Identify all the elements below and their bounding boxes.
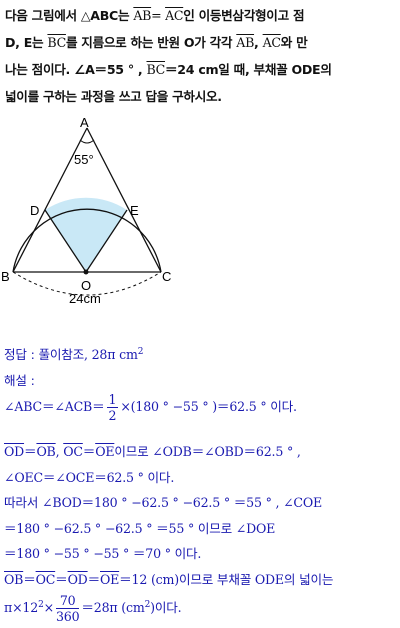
segment-od: OD <box>4 444 25 459</box>
comma: , <box>55 444 64 459</box>
problem-text: ＝24 cm일 때, 부채꼴 ODE의 <box>165 62 332 77</box>
exponent: 2 <box>144 599 151 610</box>
equals: ＝ <box>24 444 37 459</box>
solution-text: π×12 <box>4 600 39 615</box>
fraction-numerator: 1 <box>106 392 119 408</box>
problem-line-2: D, E는 BC를 지름으로 하는 반원 O가 각각 AB, AC와 만 <box>5 29 397 56</box>
problem-text: 다음 그림에서 △ABC는 <box>5 8 134 23</box>
segment-ob: OB <box>36 444 56 459</box>
label-e: E <box>130 203 139 218</box>
equals: ＝ <box>82 444 96 459</box>
solution-line-4: 따라서 ∠BOD＝180 ° −62.5 ° −62.5 ° ＝55 ° , ∠… <box>4 495 322 510</box>
segment-bc: BC <box>146 62 166 77</box>
angle-a-arc <box>79 139 95 144</box>
problem-statement: 다음 그림에서 △ABC는 AB= AC인 이등변삼각형이고 점 D, E는 B… <box>5 2 397 110</box>
segment-ac: AC <box>165 8 184 23</box>
radius-od <box>44 209 87 273</box>
times: × <box>43 600 55 615</box>
radius-oe <box>85 209 128 273</box>
label-c: C <box>162 269 171 284</box>
comma: , <box>254 35 263 50</box>
solution-line-7: OB＝OC＝OD＝OE＝12 (cm)이므로 부채꼴 ODE의 넓이는 <box>4 569 333 588</box>
solution-text: )이다. <box>150 600 182 615</box>
sector-ode <box>45 197 127 272</box>
fraction-denominator: 2 <box>108 408 117 423</box>
segment-oe: OE <box>95 444 115 459</box>
segment-oc: OC <box>35 572 56 587</box>
equals: = <box>151 8 166 23</box>
answer-line: 정답 : 풀이참조, 28π cm2 <box>4 344 143 363</box>
solution-text: ＝28π (cm <box>81 600 145 615</box>
explanation-label: 해설 : <box>4 373 35 388</box>
segment-ob: OB <box>4 572 24 587</box>
segment-bc: BC <box>47 35 66 50</box>
segment-oc: OC <box>63 444 83 459</box>
fraction-numerator: 70 <box>55 593 80 609</box>
problem-text: 와 만 <box>280 35 308 50</box>
answer-exponent: 2 <box>137 346 144 357</box>
problem-line-1: 다음 그림에서 △ABC는 AB= AC인 이등변삼각형이고 점 <box>5 2 397 29</box>
segment-ac-line <box>86 127 162 273</box>
solution-text: 이므로 ∠ODB＝∠OBD＝62.5 ° , <box>114 444 301 459</box>
segment-oe: OE <box>100 572 120 587</box>
length-label: 24cm <box>69 291 101 306</box>
problem-line-3: 나는 점이다. ∠A＝55 ° , BC＝24 cm일 때, 부채꼴 ODE의 <box>5 56 397 83</box>
fraction-denominator: 360 <box>55 609 80 624</box>
label-b: B <box>1 269 10 284</box>
equals: ＝ <box>23 572 36 587</box>
problem-text: 를 지름으로 하는 반원 O가 각각 <box>65 35 237 50</box>
solution-text: ×(180 ° −55 ° )＝62.5 ° 이다. <box>120 399 297 414</box>
solution-text: ∠ABC＝∠ACB＝ <box>4 399 105 414</box>
problem-text: 나는 점이다. ∠A＝55 ° , <box>5 62 147 77</box>
segment-od: OD <box>67 572 88 587</box>
answer-label: 정답 : <box>4 347 39 362</box>
triangle-semicircle-figure: A 55° D E B C O 24cm <box>1 115 171 306</box>
solution-line-6: ＝180 ° −55 ° −55 ° ＝70 ° 이다. <box>4 546 202 561</box>
label-d: D <box>30 203 39 218</box>
center-point <box>83 269 89 275</box>
segment-ab-line <box>12 127 88 273</box>
segment-ab: AB <box>236 35 255 50</box>
solution-line-2: OD＝OB, OC＝OE이므로 ∠ODB＝∠OBD＝62.5 ° , <box>4 441 301 460</box>
solution-line-3: ∠OEC＝∠OCE＝62.5 ° 이다. <box>4 470 175 485</box>
label-o: O <box>81 278 91 293</box>
segment-ac: AC <box>262 35 281 50</box>
answer-text: 풀이참조, 28π cm <box>38 347 138 362</box>
problem-text: D, E는 <box>5 35 48 50</box>
equals: ＝ <box>55 572 68 587</box>
diameter-dashed-arc <box>12 271 162 296</box>
label-a: A <box>80 115 89 130</box>
semicircle <box>12 208 162 273</box>
equals: ＝ <box>87 572 101 587</box>
solution-line-5: ＝180 ° −62.5 ° −62.5 ° ＝55 ° 이므로 ∠DOE <box>4 521 276 536</box>
problem-text: 인 이등변삼각형이고 점 <box>183 8 305 23</box>
problem-line-4: 넓이를 구하는 과정을 쓰고 답을 구하시오. <box>5 89 222 104</box>
segment-ab: AB <box>133 8 152 23</box>
exponent: 2 <box>38 599 44 610</box>
angle-label: 55° <box>74 152 94 167</box>
solution-text: ＝12 (cm)이므로 부채꼴 ODE의 넓이는 <box>119 572 334 587</box>
